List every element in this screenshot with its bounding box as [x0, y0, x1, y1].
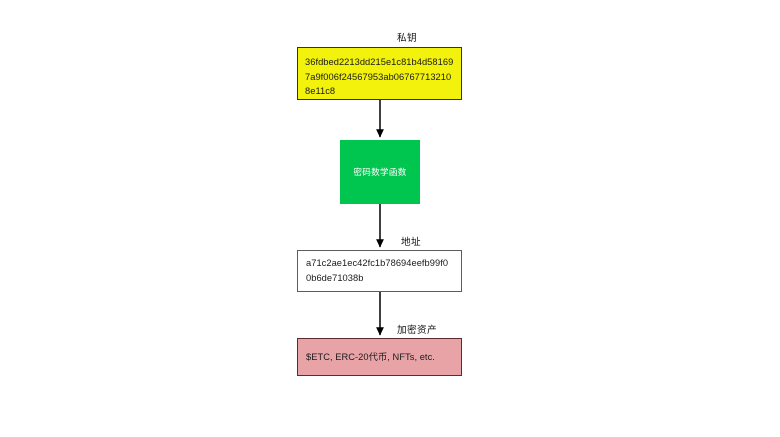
node-crypto-assets: $ETC, ERC-20代币, NFTs, etc.	[297, 338, 462, 376]
node-address: a71c2ae1ec42fc1b78694eefb99f00b6de71038b	[297, 250, 462, 292]
node-crypto-function-text: 密码数学函数	[353, 167, 407, 177]
node-label-private-key: 私钥	[397, 33, 417, 44]
node-crypto-function: 密码数学函数	[340, 140, 420, 204]
node-private-key: 36fdbed2213dd215e1c81b4d581697a9f006f245…	[297, 47, 462, 100]
node-label-crypto-assets: 加密资产	[397, 325, 437, 336]
node-address-text: a71c2ae1ec42fc1b78694eefb99f00b6de71038b	[306, 258, 449, 283]
node-label-address: 地址	[401, 237, 421, 248]
node-private-key-text: 36fdbed2213dd215e1c81b4d581697a9f006f245…	[305, 57, 454, 97]
node-crypto-assets-text: $ETC, ERC-20代币, NFTs, etc.	[306, 351, 435, 362]
